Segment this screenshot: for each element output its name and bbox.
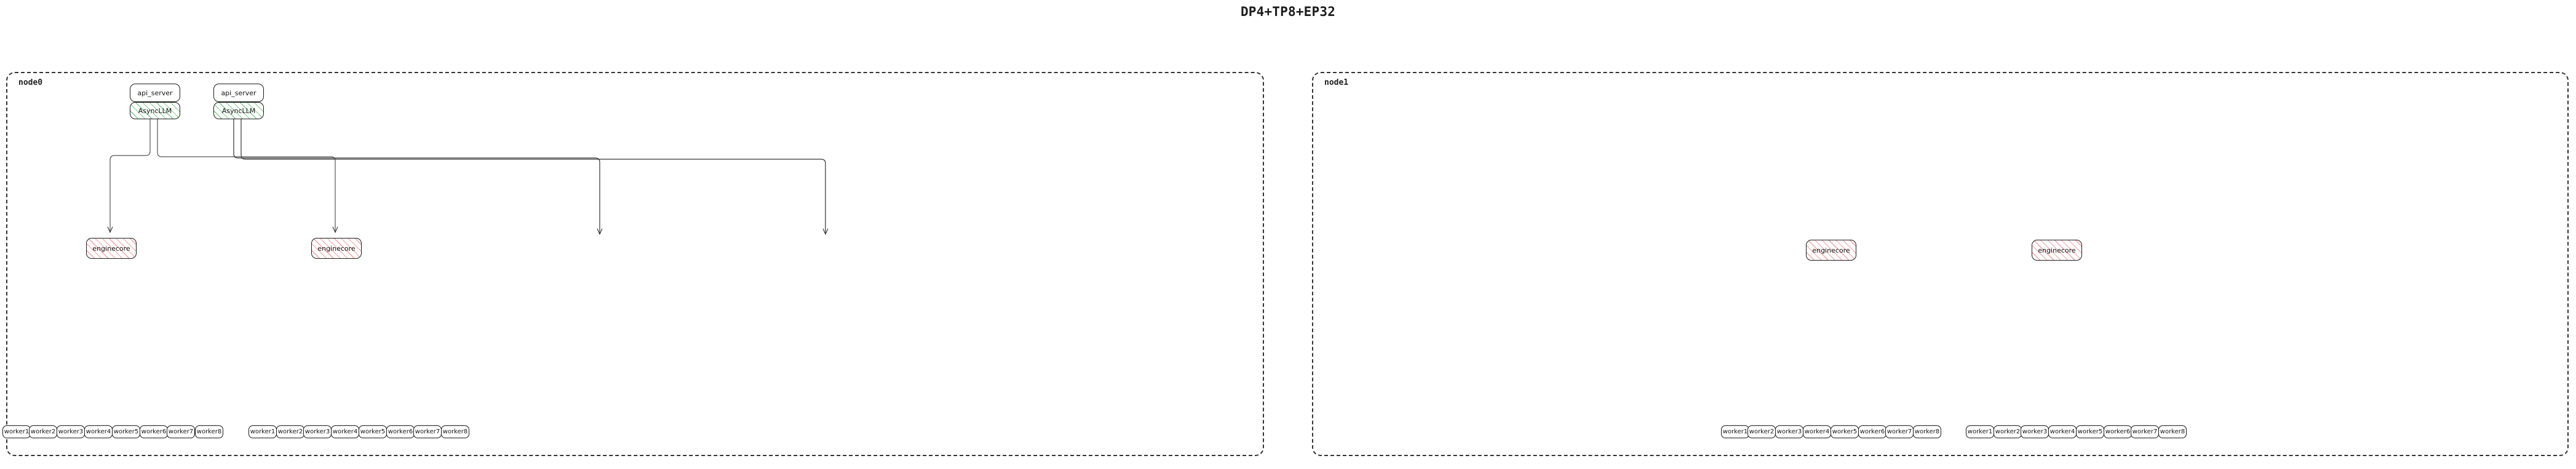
worker-box[interactable]: worker8 xyxy=(441,425,469,438)
enginecore-label: enginecore xyxy=(92,244,130,253)
worker-box[interactable]: worker6 xyxy=(140,425,168,438)
worker-label: worker6 xyxy=(388,428,413,435)
worker-box[interactable]: worker7 xyxy=(413,425,442,438)
worker-label: worker7 xyxy=(1886,428,1912,435)
enginecore-label: enginecore xyxy=(317,244,356,253)
worker-label: worker5 xyxy=(360,428,386,435)
worker-label: worker4 xyxy=(332,428,358,435)
worker-box[interactable]: worker2 xyxy=(29,425,57,438)
async-llm-box[interactable]: AsyncLLM xyxy=(130,102,180,119)
enginecore-box[interactable]: enginecore xyxy=(86,238,137,259)
worker-box[interactable]: worker3 xyxy=(1775,425,1803,438)
enginecore-box[interactable]: enginecore xyxy=(1806,240,1856,261)
node-group-node1: node1 enginecore enginecore worker1 work… xyxy=(1312,72,2569,456)
worker-box[interactable]: worker1 xyxy=(2,425,31,438)
worker-label: worker3 xyxy=(58,428,84,435)
worker-label: worker4 xyxy=(85,428,111,435)
worker-label: worker1 xyxy=(4,428,30,435)
worker-box[interactable]: worker1 xyxy=(1966,425,1994,438)
worker-box[interactable]: worker8 xyxy=(1913,425,1941,438)
enginecore-label: enginecore xyxy=(1812,246,1850,254)
worker-label: worker5 xyxy=(113,428,139,435)
worker-label: worker1 xyxy=(250,428,276,435)
worker-label: worker6 xyxy=(2105,428,2131,435)
worker-box[interactable]: worker3 xyxy=(57,425,85,438)
worker-label: worker6 xyxy=(141,428,167,435)
worker-label: worker1 xyxy=(1722,428,1748,435)
worker-label: worker2 xyxy=(1749,428,1775,435)
enginecore-box[interactable]: enginecore xyxy=(311,238,362,259)
worker-label: worker7 xyxy=(168,428,194,435)
worker-box[interactable]: worker4 xyxy=(84,425,113,438)
worker-box[interactable]: worker4 xyxy=(2048,425,2077,438)
worker-box[interactable]: worker3 xyxy=(303,425,332,438)
worker-box[interactable]: worker3 xyxy=(2021,425,2049,438)
async-llm-label: AsyncLLM xyxy=(138,106,172,115)
worker-box[interactable]: worker2 xyxy=(276,425,304,438)
worker-box[interactable]: worker7 xyxy=(1885,425,1914,438)
worker-box[interactable]: worker5 xyxy=(1831,425,1859,438)
node-group-label: node1 xyxy=(1324,78,1349,87)
worker-label: worker8 xyxy=(442,428,468,435)
worker-box[interactable]: worker1 xyxy=(248,425,277,438)
worker-label: worker2 xyxy=(30,428,56,435)
worker-label: worker7 xyxy=(2132,428,2158,435)
async-llm-box[interactable]: AsyncLLM xyxy=(213,102,264,119)
worker-box[interactable]: worker7 xyxy=(167,425,195,438)
worker-label: worker4 xyxy=(1804,428,1830,435)
api-server-box[interactable]: api_server xyxy=(130,84,180,102)
worker-label: worker6 xyxy=(1859,428,1885,435)
worker-box[interactable]: worker4 xyxy=(331,425,359,438)
async-llm-label: AsyncLLM xyxy=(221,106,256,115)
page-title: DP4+TP8+EP32 xyxy=(1240,4,1336,19)
worker-label: worker3 xyxy=(2022,428,2048,435)
worker-label: worker2 xyxy=(1995,428,2021,435)
node-group-label: node0 xyxy=(18,78,43,87)
worker-label: worker3 xyxy=(304,428,330,435)
worker-box[interactable]: worker5 xyxy=(112,425,140,438)
enginecore-box[interactable]: enginecore xyxy=(2032,240,2082,261)
worker-box[interactable]: worker6 xyxy=(1858,425,1886,438)
worker-label: worker8 xyxy=(1914,428,1940,435)
worker-label: worker1 xyxy=(1967,428,1993,435)
worker-label: worker2 xyxy=(277,428,303,435)
api-server-label: api_server xyxy=(137,89,173,97)
worker-box[interactable]: worker6 xyxy=(386,425,415,438)
worker-box[interactable]: worker4 xyxy=(1803,425,1831,438)
worker-box[interactable]: worker6 xyxy=(2104,425,2132,438)
worker-label: worker5 xyxy=(2077,428,2103,435)
worker-box[interactable]: worker7 xyxy=(2131,425,2159,438)
node-group-node0: node0 api_server api_server AsyncLLM Asy… xyxy=(2,72,1264,456)
enginecore-label: enginecore xyxy=(2038,246,2076,254)
worker-label: worker3 xyxy=(1776,428,1802,435)
worker-label: worker5 xyxy=(1832,428,1858,435)
worker-box[interactable]: worker1 xyxy=(1721,425,1749,438)
worker-label: worker8 xyxy=(2160,428,2185,435)
worker-box[interactable]: worker2 xyxy=(1747,425,1776,438)
worker-box[interactable]: worker8 xyxy=(195,425,223,438)
worker-box[interactable]: worker2 xyxy=(1994,425,2022,438)
worker-label: worker7 xyxy=(415,428,440,435)
api-server-label: api_server xyxy=(221,89,256,97)
worker-label: worker8 xyxy=(196,428,222,435)
worker-box[interactable]: worker5 xyxy=(359,425,387,438)
worker-box[interactable]: worker5 xyxy=(2076,425,2104,438)
worker-box[interactable]: worker8 xyxy=(2158,425,2187,438)
worker-label: worker4 xyxy=(2049,428,2075,435)
api-server-box[interactable]: api_server xyxy=(213,84,264,102)
